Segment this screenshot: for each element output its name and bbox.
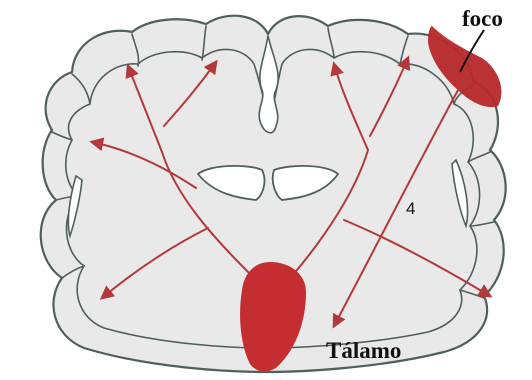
focus-label: foco bbox=[462, 6, 503, 31]
thalamus-label: Tálamo bbox=[326, 338, 401, 363]
pathway-number-label: 4 bbox=[406, 199, 415, 218]
